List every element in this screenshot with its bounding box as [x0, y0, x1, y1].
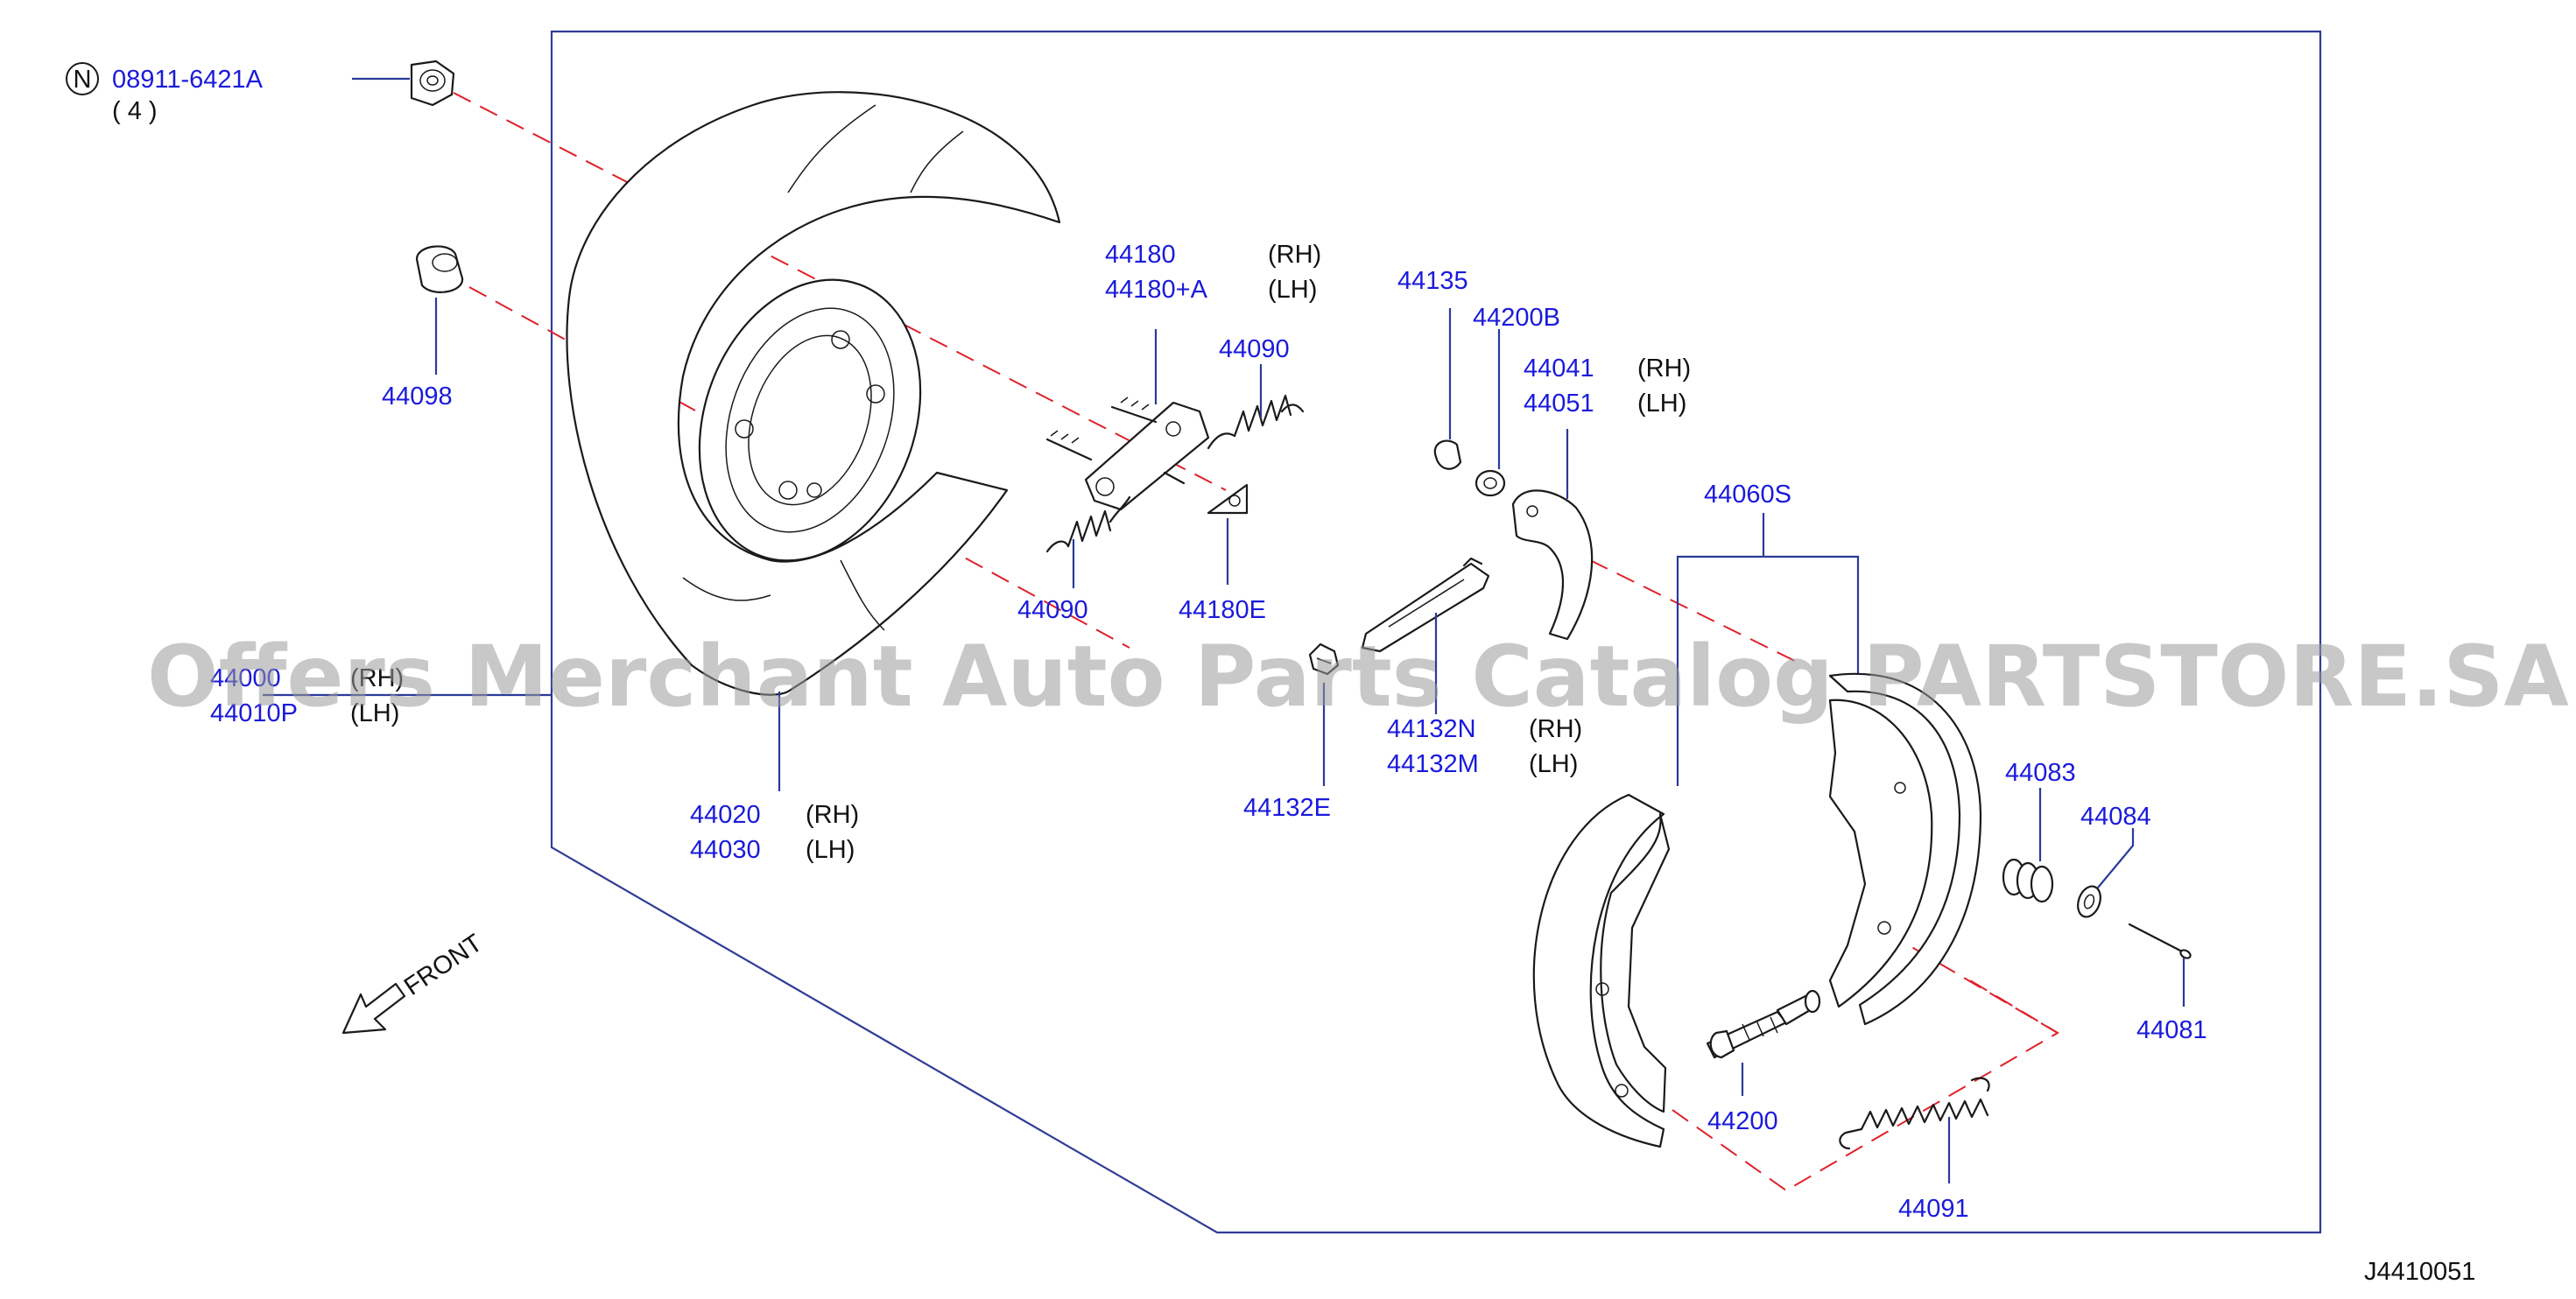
assembly-code-lh[interactable]: 44010P — [210, 699, 298, 727]
nut-callout[interactable]: N 08911-6421A ( 4 ) — [66, 62, 264, 125]
spring-upper-code[interactable]: 44090 — [1219, 335, 1290, 363]
backing-code-rh[interactable]: 44020 — [690, 801, 761, 829]
hold-spring-icon[interactable] — [2002, 858, 2054, 903]
nut-marker: N — [74, 66, 92, 94]
lever-side-lh: (LH) — [1268, 276, 1317, 304]
lever-side-rh: (RH) — [1268, 241, 1321, 269]
retainer-icon[interactable] — [1433, 439, 1462, 470]
hold-spring-code[interactable]: 44083 — [2005, 759, 2076, 787]
hold-cup-code[interactable]: 44084 — [2080, 803, 2151, 831]
hold-cup-icon[interactable] — [2074, 883, 2105, 920]
parking-lever-icon[interactable] — [1045, 397, 1210, 511]
backing-plate-callout[interactable]: 44020 (RH) 44030 (LH) — [690, 801, 859, 864]
front-arrow-icon — [341, 982, 406, 1035]
toggle-side-lh: (LH) — [1637, 390, 1686, 418]
hold-pin-code[interactable]: 44081 — [2136, 1016, 2207, 1044]
washer-code[interactable]: 44200B — [1473, 304, 1560, 332]
adjuster-icon[interactable] — [1706, 989, 1821, 1059]
assembly-side-rh: (RH) — [350, 664, 404, 692]
strut-side-rh: (RH) — [1529, 715, 1582, 743]
toggle-code-lh[interactable]: 44051 — [1524, 390, 1594, 418]
brake-shoe-right-icon[interactable] — [1828, 672, 1982, 1026]
spring-upper-icon[interactable] — [1207, 394, 1305, 450]
hold-pin-icon[interactable] — [2128, 923, 2192, 959]
nut-qty: ( 4 ) — [112, 97, 158, 125]
return-spring-code[interactable]: 44091 — [1898, 1195, 1969, 1223]
shoe-set-code[interactable]: 44060S — [1704, 481, 1791, 509]
hex-nut-icon[interactable] — [410, 60, 455, 107]
grommet-code[interactable]: 44098 — [382, 383, 453, 411]
strut-code-lh[interactable]: 44132M — [1387, 750, 1479, 778]
toggle-side-rh: (RH) — [1637, 355, 1691, 383]
retainer-code[interactable]: 44135 — [1397, 267, 1468, 295]
strut-icon[interactable] — [1361, 557, 1490, 653]
strut-code-rh[interactable]: 44132N — [1387, 715, 1476, 743]
front-direction-indicator: FRONT — [341, 929, 488, 1035]
diagram-id: J4410051 — [2364, 1258, 2475, 1286]
assembly-code-rh[interactable]: 44000 — [210, 664, 281, 692]
lever-code-rh[interactable]: 44180 — [1105, 241, 1176, 269]
watermark: Offers Merchant Auto Parts Catalog PARTS… — [147, 628, 2569, 726]
strut-callout[interactable]: 44132N (RH) 44132M (LH) — [1387, 715, 1582, 778]
brake-shoe-left-icon[interactable] — [1532, 793, 1671, 1148]
toggle-lever-icon[interactable] — [1511, 489, 1594, 641]
backing-plate-icon[interactable] — [566, 91, 1061, 696]
adjuster-code[interactable]: 44200 — [1707, 1107, 1778, 1135]
strut-spring-icon[interactable] — [1308, 642, 1340, 676]
notice-marker-icon — [66, 62, 99, 95]
hold-cup-leader — [2097, 828, 2135, 888]
return-spring-icon[interactable] — [1839, 1077, 1990, 1150]
assembly-frame — [550, 30, 2322, 1234]
nut-code[interactable]: 08911-6421A — [112, 66, 264, 94]
spring-lower-code[interactable]: 44090 — [1017, 596, 1088, 624]
shoe-set-leader — [1676, 555, 1860, 786]
grommet-icon[interactable] — [415, 245, 464, 293]
assembly-side-lh: (LH) — [350, 699, 399, 727]
strut-spring-code[interactable]: 44132E — [1243, 794, 1331, 822]
assembly-callout[interactable]: 44000 (RH) 44010P (LH) — [210, 664, 404, 727]
lever-callout[interactable]: 44180 (RH) 44180+A (LH) — [1105, 241, 1321, 304]
strut-side-lh: (LH) — [1529, 750, 1578, 778]
backing-code-lh[interactable]: 44030 — [690, 836, 761, 864]
clip-code[interactable]: 44180E — [1179, 596, 1266, 624]
washer-icon[interactable] — [1475, 469, 1506, 497]
toggle-code-rh[interactable]: 44041 — [1524, 355, 1594, 383]
lever-code-lh[interactable]: 44180+A — [1105, 276, 1208, 304]
spring-lower-icon[interactable] — [1045, 495, 1131, 553]
clip-icon[interactable] — [1207, 483, 1249, 515]
backing-side-lh: (LH) — [806, 836, 855, 864]
front-label: FRONT — [399, 929, 488, 1001]
backing-side-rh: (RH) — [806, 801, 859, 829]
toggle-callout[interactable]: 44041 (RH) 44051 (LH) — [1524, 355, 1691, 418]
